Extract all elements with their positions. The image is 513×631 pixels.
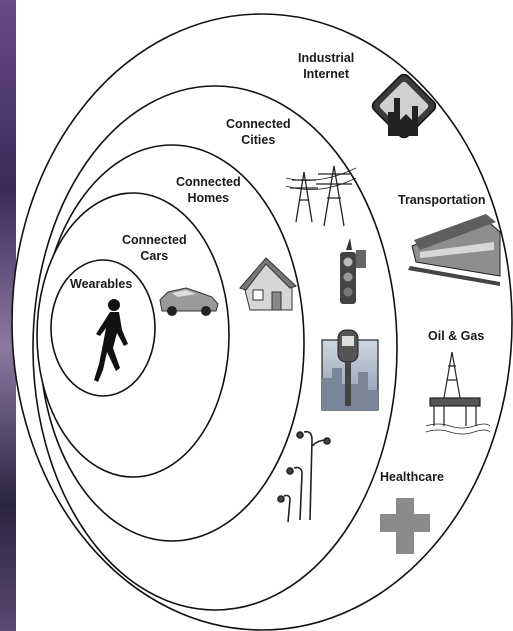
runner-icon [94, 299, 128, 382]
label-connected-cars-line2: Cars [140, 249, 169, 263]
label-connected-cars: Connected Cars [122, 232, 187, 264]
label-oil-gas: Oil & Gas [428, 329, 485, 343]
train-icon [408, 214, 501, 286]
traffic-light-icon [340, 238, 366, 304]
left-photo-strip [0, 0, 16, 631]
label-healthcare: Healthcare [380, 470, 444, 484]
label-connected-homes-line2: Homes [187, 191, 230, 205]
label-wearables-line1: Wearables [70, 277, 133, 291]
label-connected-homes-line1: Connected [176, 175, 241, 189]
rings [11, 13, 513, 631]
street-lamp-icon [277, 430, 331, 523]
oil-rig-icon [425, 351, 491, 435]
label-connected-homes: Connected Homes [176, 174, 241, 206]
medical-cross-icon [380, 498, 430, 554]
label-connected-cars-line1: Connected [122, 233, 187, 247]
label-connected-cities: Connected Cities [226, 116, 291, 148]
label-industrial-internet-line2: Internet [303, 67, 350, 81]
factory-icon [371, 73, 437, 139]
power-pylon-icon [285, 165, 357, 227]
label-industrial-internet-line1: Industrial [298, 51, 355, 65]
label-transportation: Transportation [398, 193, 486, 207]
house-icon [239, 257, 297, 311]
label-connected-cities-line2: Cities [241, 133, 276, 147]
parking-meter-icon [321, 329, 379, 411]
label-connected-cities-line1: Connected [226, 117, 291, 131]
label-industrial-internet: Industrial Internet [298, 50, 354, 82]
car-icon [159, 287, 219, 316]
label-wearables: Wearables [70, 276, 132, 292]
